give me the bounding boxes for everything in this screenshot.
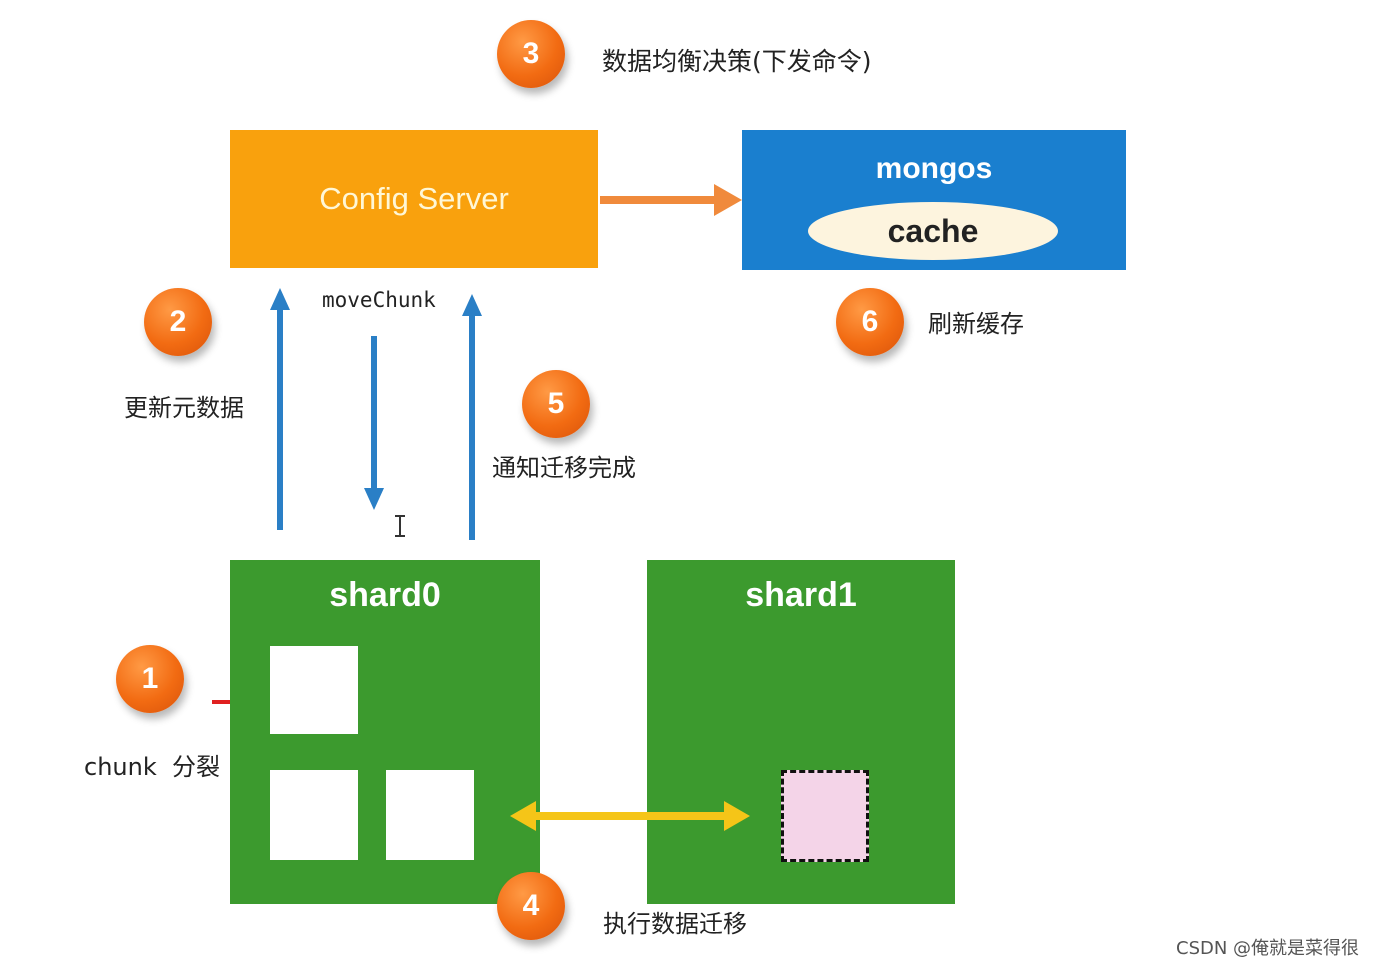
step-5-label: 通知迁移完成 — [492, 454, 636, 482]
shard1-label: shard1 — [745, 576, 857, 614]
config-to-mongos-arrow — [600, 184, 742, 216]
step-4-badge: 4 — [497, 872, 565, 940]
movechunk-label: moveChunk — [322, 288, 436, 312]
notify-done-arrow — [462, 294, 482, 540]
chunk-block — [270, 646, 358, 734]
migration-double-arrow — [510, 801, 750, 831]
step-4-label: 执行数据迁移 — [603, 910, 747, 938]
chunk-block — [270, 770, 358, 860]
step-2-label: 更新元数据 — [124, 394, 244, 422]
step-2-badge: 2 — [144, 288, 212, 356]
mongos-box: mongos cache — [742, 130, 1126, 270]
cache-label: cache — [887, 212, 979, 249]
watermark: CSDN @俺就是菜得很 — [1176, 938, 1360, 959]
movechunk-arrow — [364, 336, 384, 510]
migrating-chunk-block — [781, 770, 869, 862]
step-6-badge: 6 — [836, 288, 904, 356]
step-6-label: 刷新缓存 — [928, 310, 1024, 338]
step-1-badge: 1 — [116, 645, 184, 713]
text-cursor-icon — [395, 515, 405, 537]
step-5-badge: 5 — [522, 370, 590, 438]
step-1-label: chunk 分裂 — [84, 753, 220, 781]
shard0-label: shard0 — [329, 576, 441, 614]
step-3-badge: 3 — [497, 20, 565, 88]
step-3-label: 数据均衡决策(下发命令) — [602, 47, 872, 76]
update-metadata-arrow — [270, 288, 290, 530]
config-server-label: Config Server — [319, 181, 509, 216]
shard0-box: shard0 — [230, 560, 540, 904]
chunk-block — [386, 770, 474, 860]
config-server-box: Config Server — [230, 130, 598, 268]
mongos-label: mongos — [875, 152, 993, 185]
cache-ellipse: cache — [808, 202, 1058, 260]
shard1-box: shard1 — [647, 560, 955, 904]
